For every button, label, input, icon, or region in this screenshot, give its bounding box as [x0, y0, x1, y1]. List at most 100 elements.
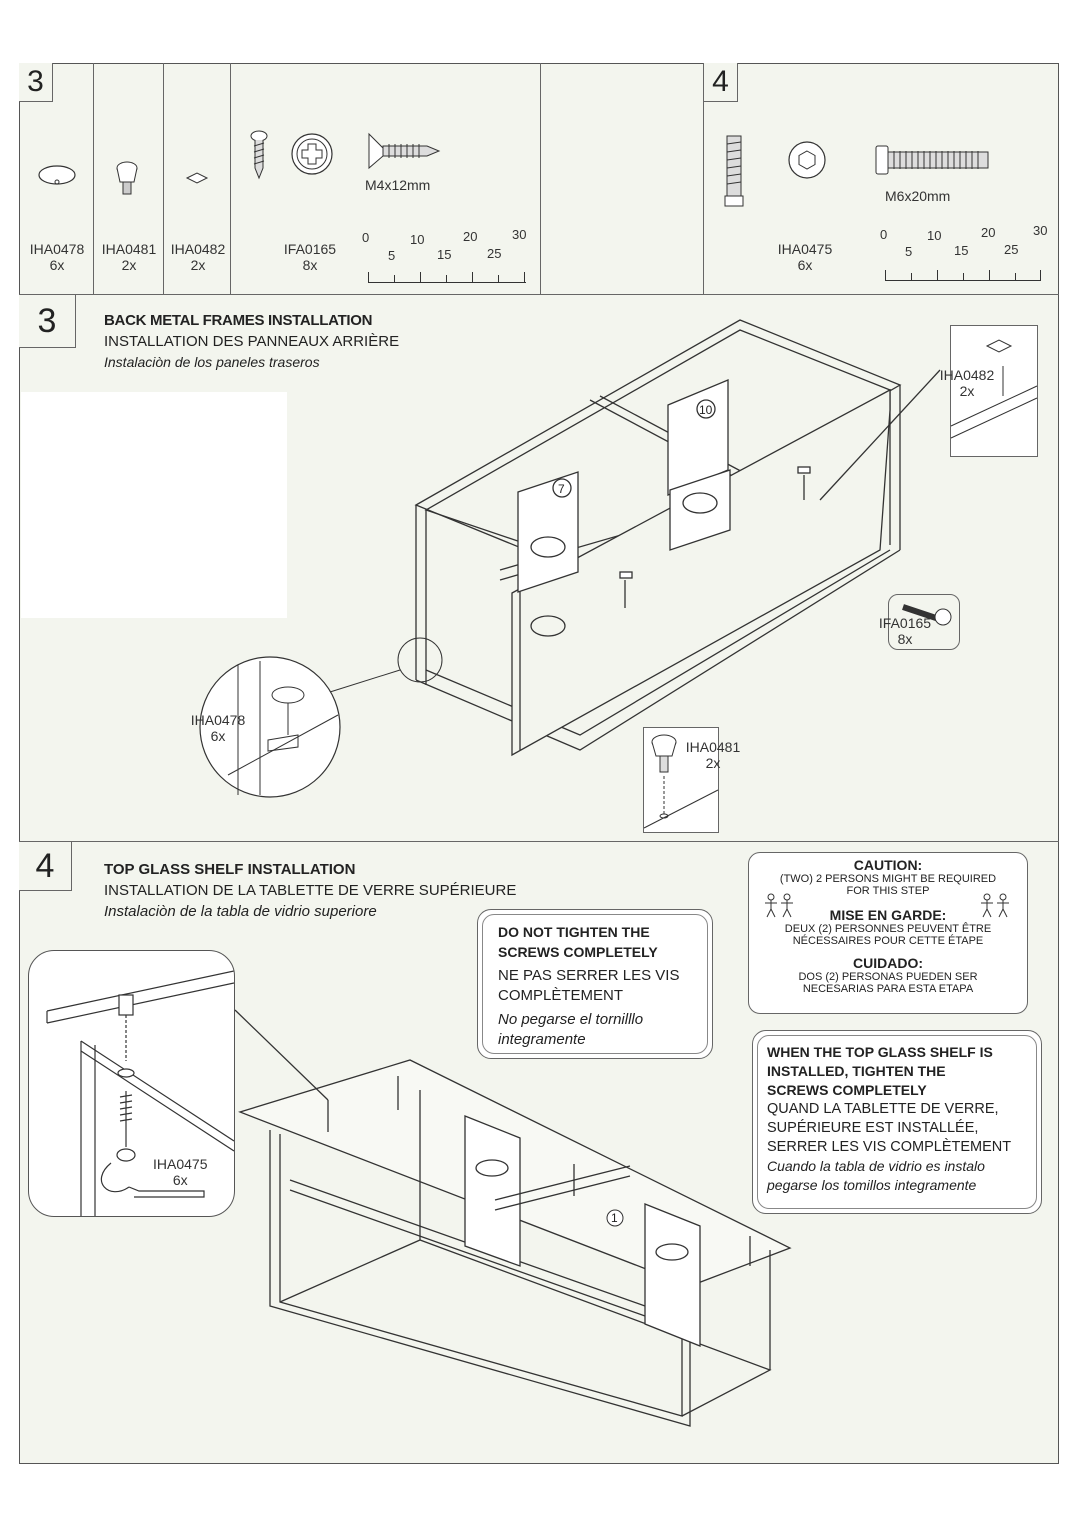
washer-icon: [38, 165, 76, 185]
note-text-en: DO NOT TIGHTEN THE: [498, 924, 650, 940]
step-title-fr: INSTALLATION DE LA TABLETTE DE VERRE SUP…: [104, 882, 517, 899]
parts-divider: [93, 63, 94, 294]
parts-divider: [230, 63, 231, 294]
step4-title-block: TOP GLASS SHELF INSTALLATION INSTALLATIO…: [104, 859, 516, 922]
callout-screw-bubble: [888, 594, 960, 650]
note-text-en: WHEN THE TOP GLASS SHELF IS: [767, 1044, 993, 1060]
note-text-fr: NE PAS SERRER LES VIS: [498, 967, 680, 984]
caution-text: DOS (2) PERSONAS PUEDEN SER: [798, 971, 978, 983]
caution-text: NÉCESSAIRES POUR CETTE ÉTAPE: [792, 935, 984, 947]
back-frame-diagram: 7 10: [414, 319, 941, 757]
parts-divider: [540, 63, 541, 294]
two-persons-icon: [765, 893, 793, 918]
ruler-label: 0: [362, 230, 370, 245]
caution-text: (TWO) 2 PERSONS MIGHT BE REQUIRED: [779, 873, 997, 885]
screw-side-view-icon: [368, 132, 441, 170]
ruler-label: 20: [981, 225, 996, 240]
washer-detail-circle: [199, 656, 341, 798]
note-text-fr: COMPLÈTEMENT: [498, 987, 624, 1004]
note-text-fr: QUAND LA TABLETTE DE VERRE,: [767, 1101, 999, 1117]
ruler-label: 20: [463, 229, 478, 244]
blank-area: [21, 392, 287, 618]
note-text-fr: SERRER LES VIS COMPLÈTEMENT: [767, 1139, 1012, 1155]
step-title-fr: INSTALLATION DES PANNEAUX ARRIÈRE: [104, 333, 400, 350]
ruler-label: 30: [1033, 223, 1048, 238]
ruler-label: 5: [388, 248, 396, 263]
leader-line: [329, 637, 443, 693]
parts-step-number: 4: [703, 63, 738, 102]
ruler-label: 25: [487, 246, 502, 261]
instruction-sheet: [19, 63, 1059, 1464]
ruler-label: 25: [1004, 242, 1019, 257]
step-title-en: BACK METAL FRAMES INSTALLATION: [104, 312, 373, 329]
bolt-side-icon: [724, 135, 744, 207]
panel-mark: 1: [611, 1211, 618, 1225]
screw-size-label: M4x12mm: [365, 177, 431, 193]
step-title-es: Instalaciòn de los paneles traseros: [104, 354, 320, 370]
note-text-es: pegarse los tomillos integramente: [767, 1177, 977, 1193]
step-number: 3: [19, 295, 76, 348]
note-text-es: No pegarse el tornilllo: [498, 1011, 644, 1028]
glass-bolt-detail: [46, 970, 234, 1216]
leveler-detail-icon: [643, 734, 719, 829]
step3-title-block: BACK METAL FRAMES INSTALLATION INSTALLAT…: [104, 310, 399, 373]
phillips-head-icon: [291, 133, 333, 175]
caution-text: DEUX (2) PERSONNES PEUVENT ÊTRE: [784, 923, 992, 935]
section-divider: [19, 841, 1059, 842]
step-title-en: TOP GLASS SHELF INSTALLATION: [104, 861, 356, 878]
note-text-en: SCREWS COMPLETELY: [767, 1082, 927, 1098]
measuring-ruler: [368, 272, 526, 283]
ruler-label: 30: [512, 227, 527, 242]
caution-heading: MISE EN GARDE:: [829, 907, 947, 923]
tighten-screws-note: WHEN THE TOP GLASS SHELF IS INSTALLED, T…: [752, 1030, 1042, 1214]
ruler-label: 5: [905, 244, 913, 259]
parts-divider: [163, 63, 164, 294]
hex-socket-head-icon: [788, 141, 826, 179]
step-number: 4: [19, 842, 72, 891]
caution-heading: CUIDADO:: [853, 955, 923, 971]
note-text-en: INSTALLED, TIGHTEN THE: [767, 1063, 946, 1079]
measuring-ruler: [885, 270, 1041, 281]
ruler-label: 10: [927, 228, 942, 243]
step-title-es: Instalaciòn de la tabla de vidrio superi…: [104, 903, 377, 920]
caution-box: CAUTION: (TWO) 2 PERSONS MIGHT BE REQUIR…: [748, 852, 1028, 1014]
note-text-en: SCREWS COMPLETELY: [498, 944, 658, 960]
parts-divider: [703, 63, 704, 294]
caution-text: FOR THIS STEP: [846, 885, 930, 897]
caution-heading: CAUTION:: [853, 857, 923, 873]
callout-foot-detail: [643, 727, 719, 833]
parts-step-number: 3: [19, 63, 53, 102]
ruler-label: 15: [954, 243, 969, 258]
note-text-es: integramente: [498, 1031, 586, 1048]
bolt-horizontal-icon: [875, 145, 989, 175]
caution-text: NECESARIAS PARA ESTA ETAPA: [802, 983, 974, 995]
panel-mark: 10: [699, 403, 713, 417]
loose-screws-note: DO NOT TIGHTEN THE SCREWS COMPLETELY NE …: [477, 909, 713, 1059]
panel-mark: 7: [558, 482, 565, 496]
ruler-label: 0: [880, 227, 888, 242]
ruler-label: 15: [437, 247, 452, 262]
note-text-fr: SUPÉRIEURE EST INSTALLÉE,: [767, 1120, 979, 1136]
bracket-clip-icon: [185, 172, 209, 184]
screw-callout-icon: [902, 604, 952, 626]
leveler-foot-icon: [116, 161, 138, 195]
parts-strip-bottom-border: [19, 294, 1059, 295]
callout-clip-detail: [950, 325, 1038, 457]
wood-screw-icon: [250, 130, 268, 180]
two-persons-icon: [981, 893, 1009, 918]
note-text-es: Cuando la tabla de vidrio es instalo: [767, 1158, 985, 1174]
clip-detail-icon: [950, 339, 1038, 439]
ruler-label: 10: [410, 232, 425, 247]
glass-shelf-diagram: 1: [234, 1009, 792, 1427]
